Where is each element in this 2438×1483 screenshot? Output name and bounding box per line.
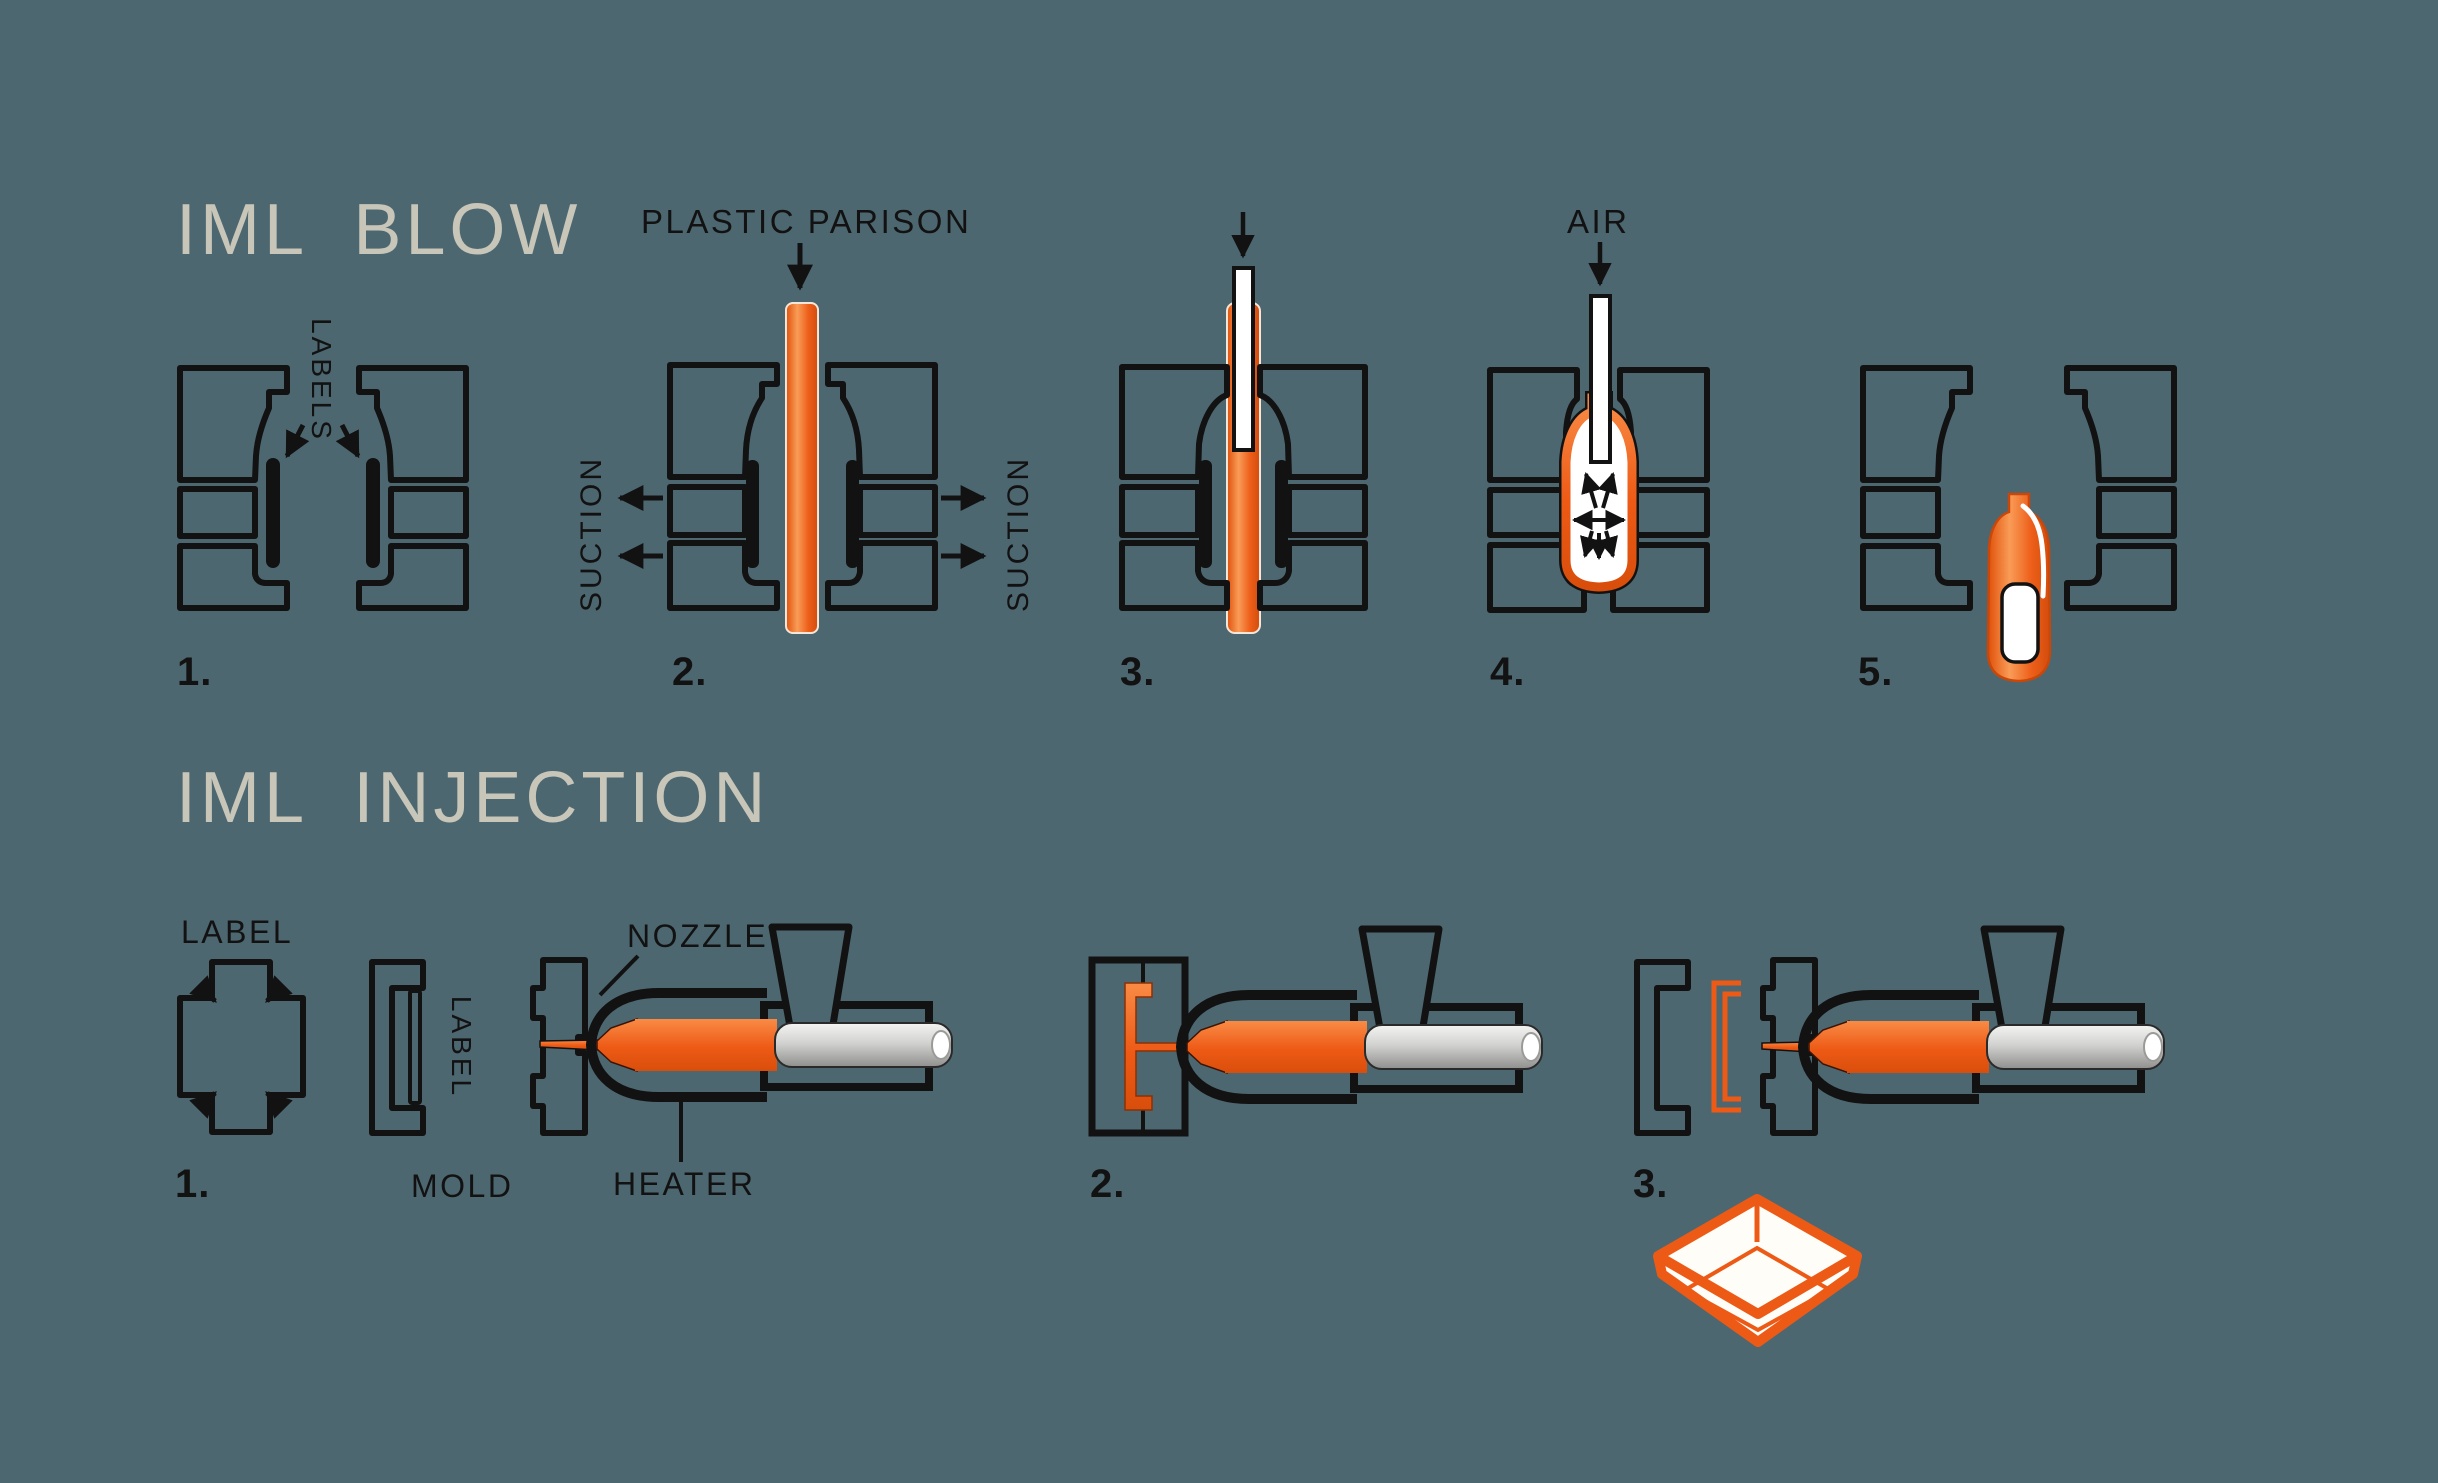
blow-pin	[1589, 294, 1612, 464]
injection-step-3	[1637, 929, 2164, 1133]
nozzle-label: NOZZLE	[627, 918, 769, 954]
finished-container	[1653, 1194, 1862, 1347]
label-right	[366, 458, 380, 568]
label-insert-arrow	[335, 423, 361, 459]
label-left	[266, 458, 280, 568]
bottle-label	[2000, 582, 2040, 664]
blow-step-number-1: 1.	[177, 650, 213, 694]
label-in-mold	[408, 989, 422, 1105]
blow-step-number-4: 4.	[1490, 650, 1526, 694]
blow-step-3	[1122, 212, 1365, 634]
labels-tag: LABELS	[306, 318, 337, 442]
label-insert-arrow	[284, 423, 310, 459]
tub-rim	[1653, 1194, 1862, 1319]
mold-label: MOLD	[411, 1168, 514, 1204]
blow-step-number-5: 5.	[1858, 650, 1894, 694]
injection-step-number-2: 2.	[1090, 1162, 1126, 1206]
suction-label-left: SUCTION	[575, 456, 608, 612]
bottle-highlight	[2020, 503, 2047, 599]
blow-step-number-3: 3.	[1120, 650, 1156, 694]
blow-step-2	[617, 243, 987, 634]
blow-step-1	[180, 368, 466, 608]
blow-step-4	[1490, 242, 1707, 610]
heater-label: HEATER	[613, 1166, 756, 1202]
suction-label-right: SUCTION	[1002, 456, 1035, 612]
tub-inner-bottom	[1680, 1245, 1835, 1333]
label-side-text: LABEL	[446, 995, 477, 1099]
cavity-face-view	[177, 959, 306, 1135]
label-placement-arrows	[189, 975, 293, 1119]
air-expansion-arrows	[1571, 472, 1627, 561]
molded-part-and-sprue	[1124, 982, 1185, 1111]
tub-walls	[1653, 1254, 1862, 1347]
injection-step-2	[1088, 929, 1542, 1137]
ejected-part	[1711, 980, 1741, 1113]
injection-section-title: IML INJECTION	[176, 758, 770, 838]
blow-pin	[1232, 266, 1255, 452]
nozzle-leader-line	[598, 954, 640, 997]
blow-step-5	[1863, 368, 2174, 683]
injection-step-1	[177, 927, 952, 1162]
plastic-parison-tube	[785, 302, 819, 634]
label-text: LABEL	[181, 914, 294, 950]
blow-step-number-2: 2.	[672, 650, 708, 694]
plastic-parison-label: PLASTIC PARISON	[641, 203, 972, 240]
air-label: AIR	[1567, 203, 1630, 240]
injection-step-number-1: 1.	[175, 1162, 211, 1206]
injection-step-number-3: 3.	[1633, 1162, 1669, 1206]
blow-section-title: IML BLOW	[176, 190, 582, 270]
